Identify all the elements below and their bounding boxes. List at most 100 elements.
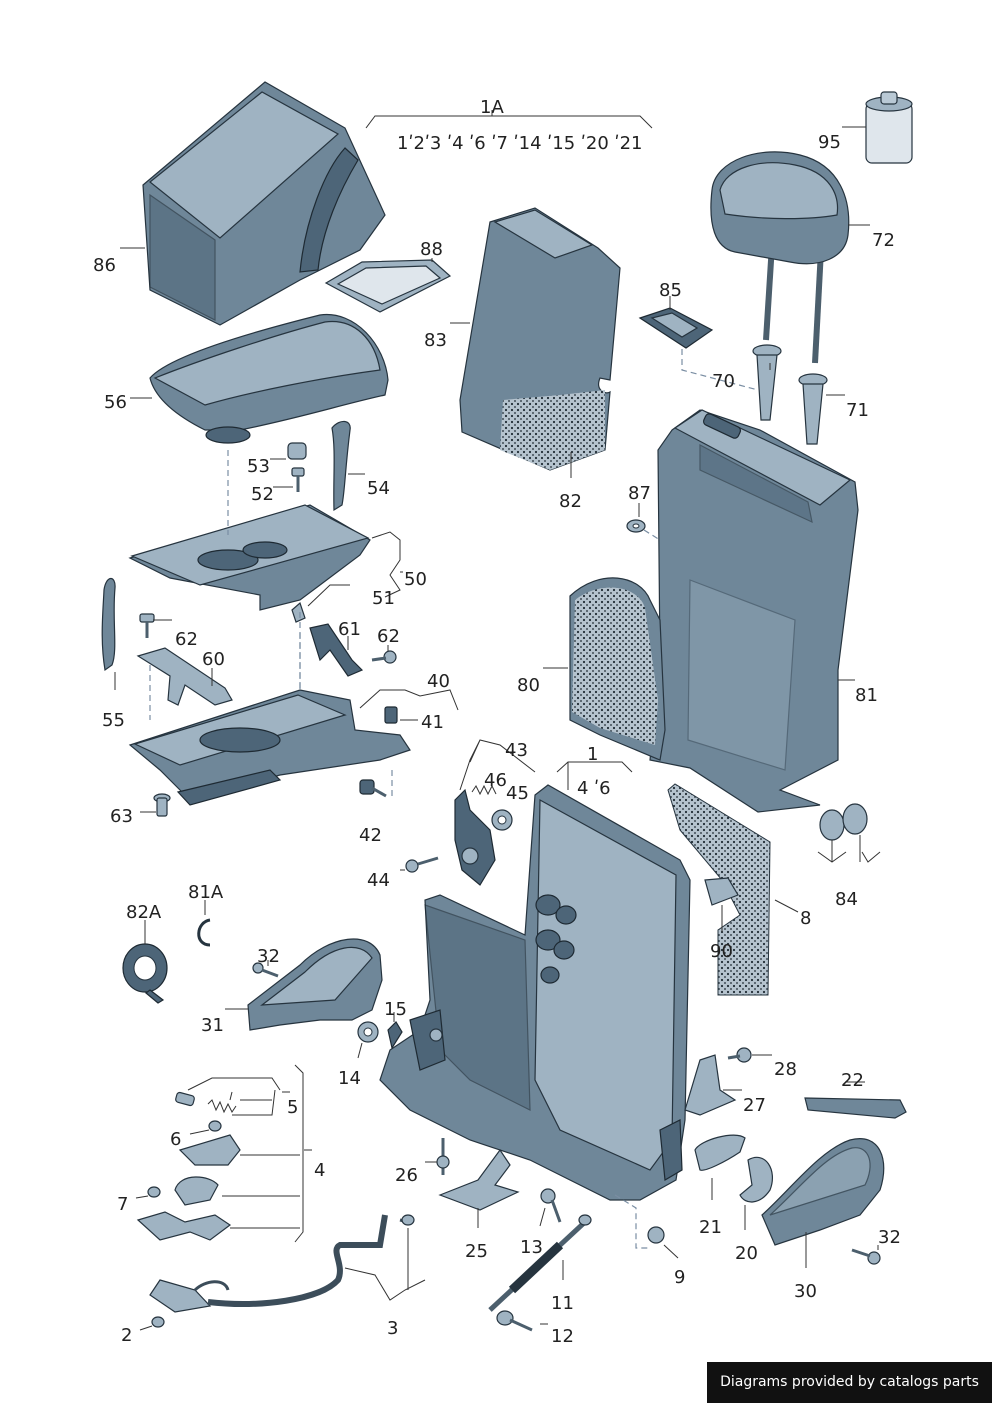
part-61-bracket — [309, 623, 364, 677]
label-82: 82 — [559, 491, 582, 512]
part-32-screw-b — [851, 1245, 881, 1265]
label-95: 95 — [818, 132, 841, 153]
label-88: 88 — [420, 239, 443, 260]
label-43: 43 — [505, 740, 528, 761]
part-15-clip — [387, 1012, 403, 1050]
label-60: 60 — [202, 649, 225, 670]
part-13-bolt — [539, 1188, 562, 1227]
label-11: 11 — [551, 1293, 574, 1314]
label-31: 31 — [201, 1015, 224, 1036]
label-12: 12 — [551, 1326, 574, 1347]
part-1-seat-frame: 1 4 ʹ6 — [379, 744, 691, 1201]
part-52-screw — [273, 467, 305, 492]
label-63: 63 — [110, 806, 133, 827]
label-41: 41 — [421, 712, 444, 733]
label-22: 22 — [841, 1070, 864, 1091]
part-27-trim — [684, 1054, 742, 1116]
label-84: 84 — [835, 889, 858, 910]
part-45-nut — [491, 809, 513, 831]
part-50-tray — [128, 504, 403, 611]
part-62-bolt-b — [371, 645, 397, 664]
part-51-clip — [291, 584, 350, 623]
label-85: 85 — [659, 280, 682, 301]
label-44: 44 — [367, 870, 390, 891]
label-6: 6 — [170, 1129, 181, 1150]
part-95-can — [842, 91, 913, 164]
part-80-foam — [543, 577, 666, 761]
label-71: 71 — [846, 400, 869, 421]
part-46-spring — [471, 784, 497, 796]
part-90-clip — [704, 877, 739, 932]
label-30: 30 — [794, 1281, 817, 1302]
part-21-grip — [694, 1134, 746, 1200]
label-53: 53 — [247, 456, 270, 477]
label-14: 14 — [338, 1068, 361, 1089]
part-54-strap — [331, 420, 365, 512]
part-32-screw-a — [252, 960, 279, 978]
part-83-backrest-cover — [450, 207, 621, 471]
part-25-bracket — [438, 1148, 520, 1228]
label-72: 72 — [872, 230, 895, 251]
part-62-bolt-a — [139, 613, 172, 638]
part-12-bolt — [496, 1310, 548, 1332]
part-63-bolt — [140, 793, 171, 817]
part-28-bolt — [727, 1047, 772, 1063]
part-85-release — [638, 296, 759, 391]
label-4: 4 — [314, 1160, 325, 1181]
label-62b: 62 — [377, 626, 400, 647]
label-2: 2 — [121, 1325, 132, 1346]
label-46: 46 — [484, 770, 507, 791]
group-label-1: 1 — [587, 744, 598, 765]
part-55-strap — [101, 577, 116, 690]
part-11-gas-spring — [488, 1214, 592, 1312]
part-56-armrest — [130, 313, 389, 444]
label-55: 55 — [102, 710, 125, 731]
part-26-screw — [425, 1138, 450, 1175]
part-31-cover — [225, 938, 383, 1031]
label-8: 8 — [800, 908, 811, 929]
part-30-cover — [761, 1138, 885, 1268]
label-5: 5 — [287, 1097, 298, 1118]
group-variants-1: 4 ʹ6 — [577, 778, 611, 799]
part-71-guide — [798, 373, 845, 445]
part-86-armrest-cover — [120, 81, 386, 326]
part-84-knobs — [817, 803, 881, 863]
label-56: 56 — [104, 392, 127, 413]
label-32b: 32 — [878, 1227, 901, 1248]
part-81-backrest — [649, 409, 859, 813]
label-62a: 62 — [175, 629, 198, 650]
label-32a: 32 — [257, 946, 280, 967]
part-41-clip — [384, 706, 418, 724]
label-80: 80 — [517, 675, 540, 696]
part-2-bracket — [139, 1279, 212, 1331]
part-43-bracket-lines — [459, 739, 536, 791]
label-45: 45 — [506, 783, 529, 804]
credit-banner: Diagrams provided by catalogs parts — [707, 1362, 992, 1403]
label-51: 51 — [372, 588, 395, 609]
part-3-cable — [193, 1214, 426, 1307]
label-86: 86 — [93, 255, 116, 276]
part-20-cap — [739, 1156, 774, 1230]
label-42: 42 — [359, 825, 382, 846]
part-6-screw — [189, 1120, 222, 1135]
label-26: 26 — [395, 1165, 418, 1186]
part-42-bolt — [227, 450, 393, 800]
part-53-cap — [270, 442, 307, 460]
dash-guides — [149, 633, 301, 720]
label-21: 21 — [699, 1217, 722, 1238]
label-3: 3 — [387, 1318, 398, 1339]
label-81A: 81A — [188, 882, 224, 903]
label-9: 9 — [674, 1267, 685, 1288]
label-52: 52 — [251, 484, 274, 505]
header-label: 1A — [480, 97, 504, 118]
label-28: 28 — [774, 1059, 797, 1080]
part-70-guide — [752, 344, 782, 421]
part-72-headrest — [710, 151, 870, 364]
label-82A: 82A — [126, 902, 162, 923]
part-8-pad — [667, 783, 799, 996]
part-81A-clip — [197, 900, 211, 947]
part-87-washer — [626, 503, 661, 541]
part-22-strip — [804, 1081, 907, 1119]
part-base-plate — [128, 689, 459, 806]
